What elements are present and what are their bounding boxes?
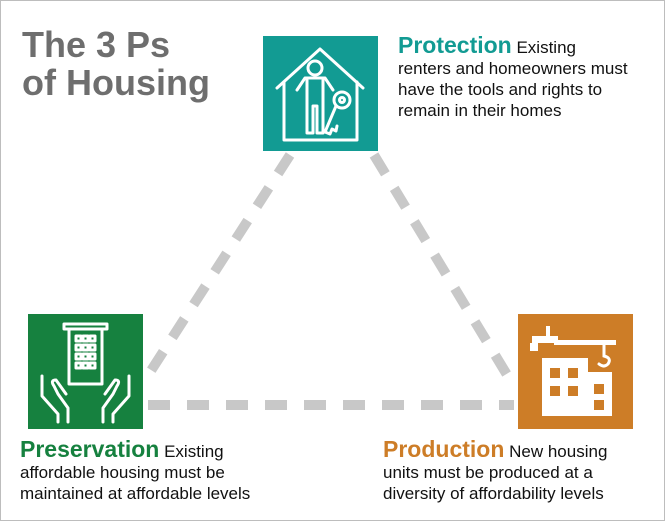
- building-in-hands-icon: [28, 314, 143, 429]
- construction-crane-icon: [518, 314, 633, 429]
- title-line-1: The 3 Ps: [22, 24, 171, 65]
- preservation-text-line-3: maintained at affordable levels: [20, 484, 251, 503]
- production-description: Production New housing units must be pro…: [383, 436, 608, 504]
- preservation-heading: Preservation: [20, 436, 160, 462]
- connector-protection-preservation: [138, 152, 295, 386]
- protection-text-line-4: remain in their homes: [398, 101, 562, 120]
- preservation-text-line-2: affordable housing must be: [20, 463, 225, 482]
- house-person-key-icon: [263, 36, 378, 151]
- production-text-line-3: diversity of affordability levels: [383, 484, 604, 503]
- protection-text-line-1: Existing: [516, 38, 576, 57]
- production-text-line-2: units must be produced at a: [383, 463, 593, 482]
- production-text-line-1: New housing: [509, 442, 608, 461]
- connector-protection-production: [369, 152, 517, 386]
- title-line-2: of Housing: [22, 62, 210, 103]
- production-heading: Production: [383, 436, 505, 462]
- protection-text-line-3: have the tools and rights to: [398, 80, 603, 99]
- protection-heading: Protection: [398, 32, 512, 58]
- protection-text-line-2: renters and homeowners must: [398, 59, 628, 78]
- page-title: The 3 Ps of Housing: [22, 26, 210, 102]
- protection-description: Protection Existing renters and homeowne…: [398, 32, 628, 121]
- preservation-text-line-1: Existing: [164, 442, 224, 461]
- preservation-description: Preservation Existing affordable housing…: [20, 436, 251, 504]
